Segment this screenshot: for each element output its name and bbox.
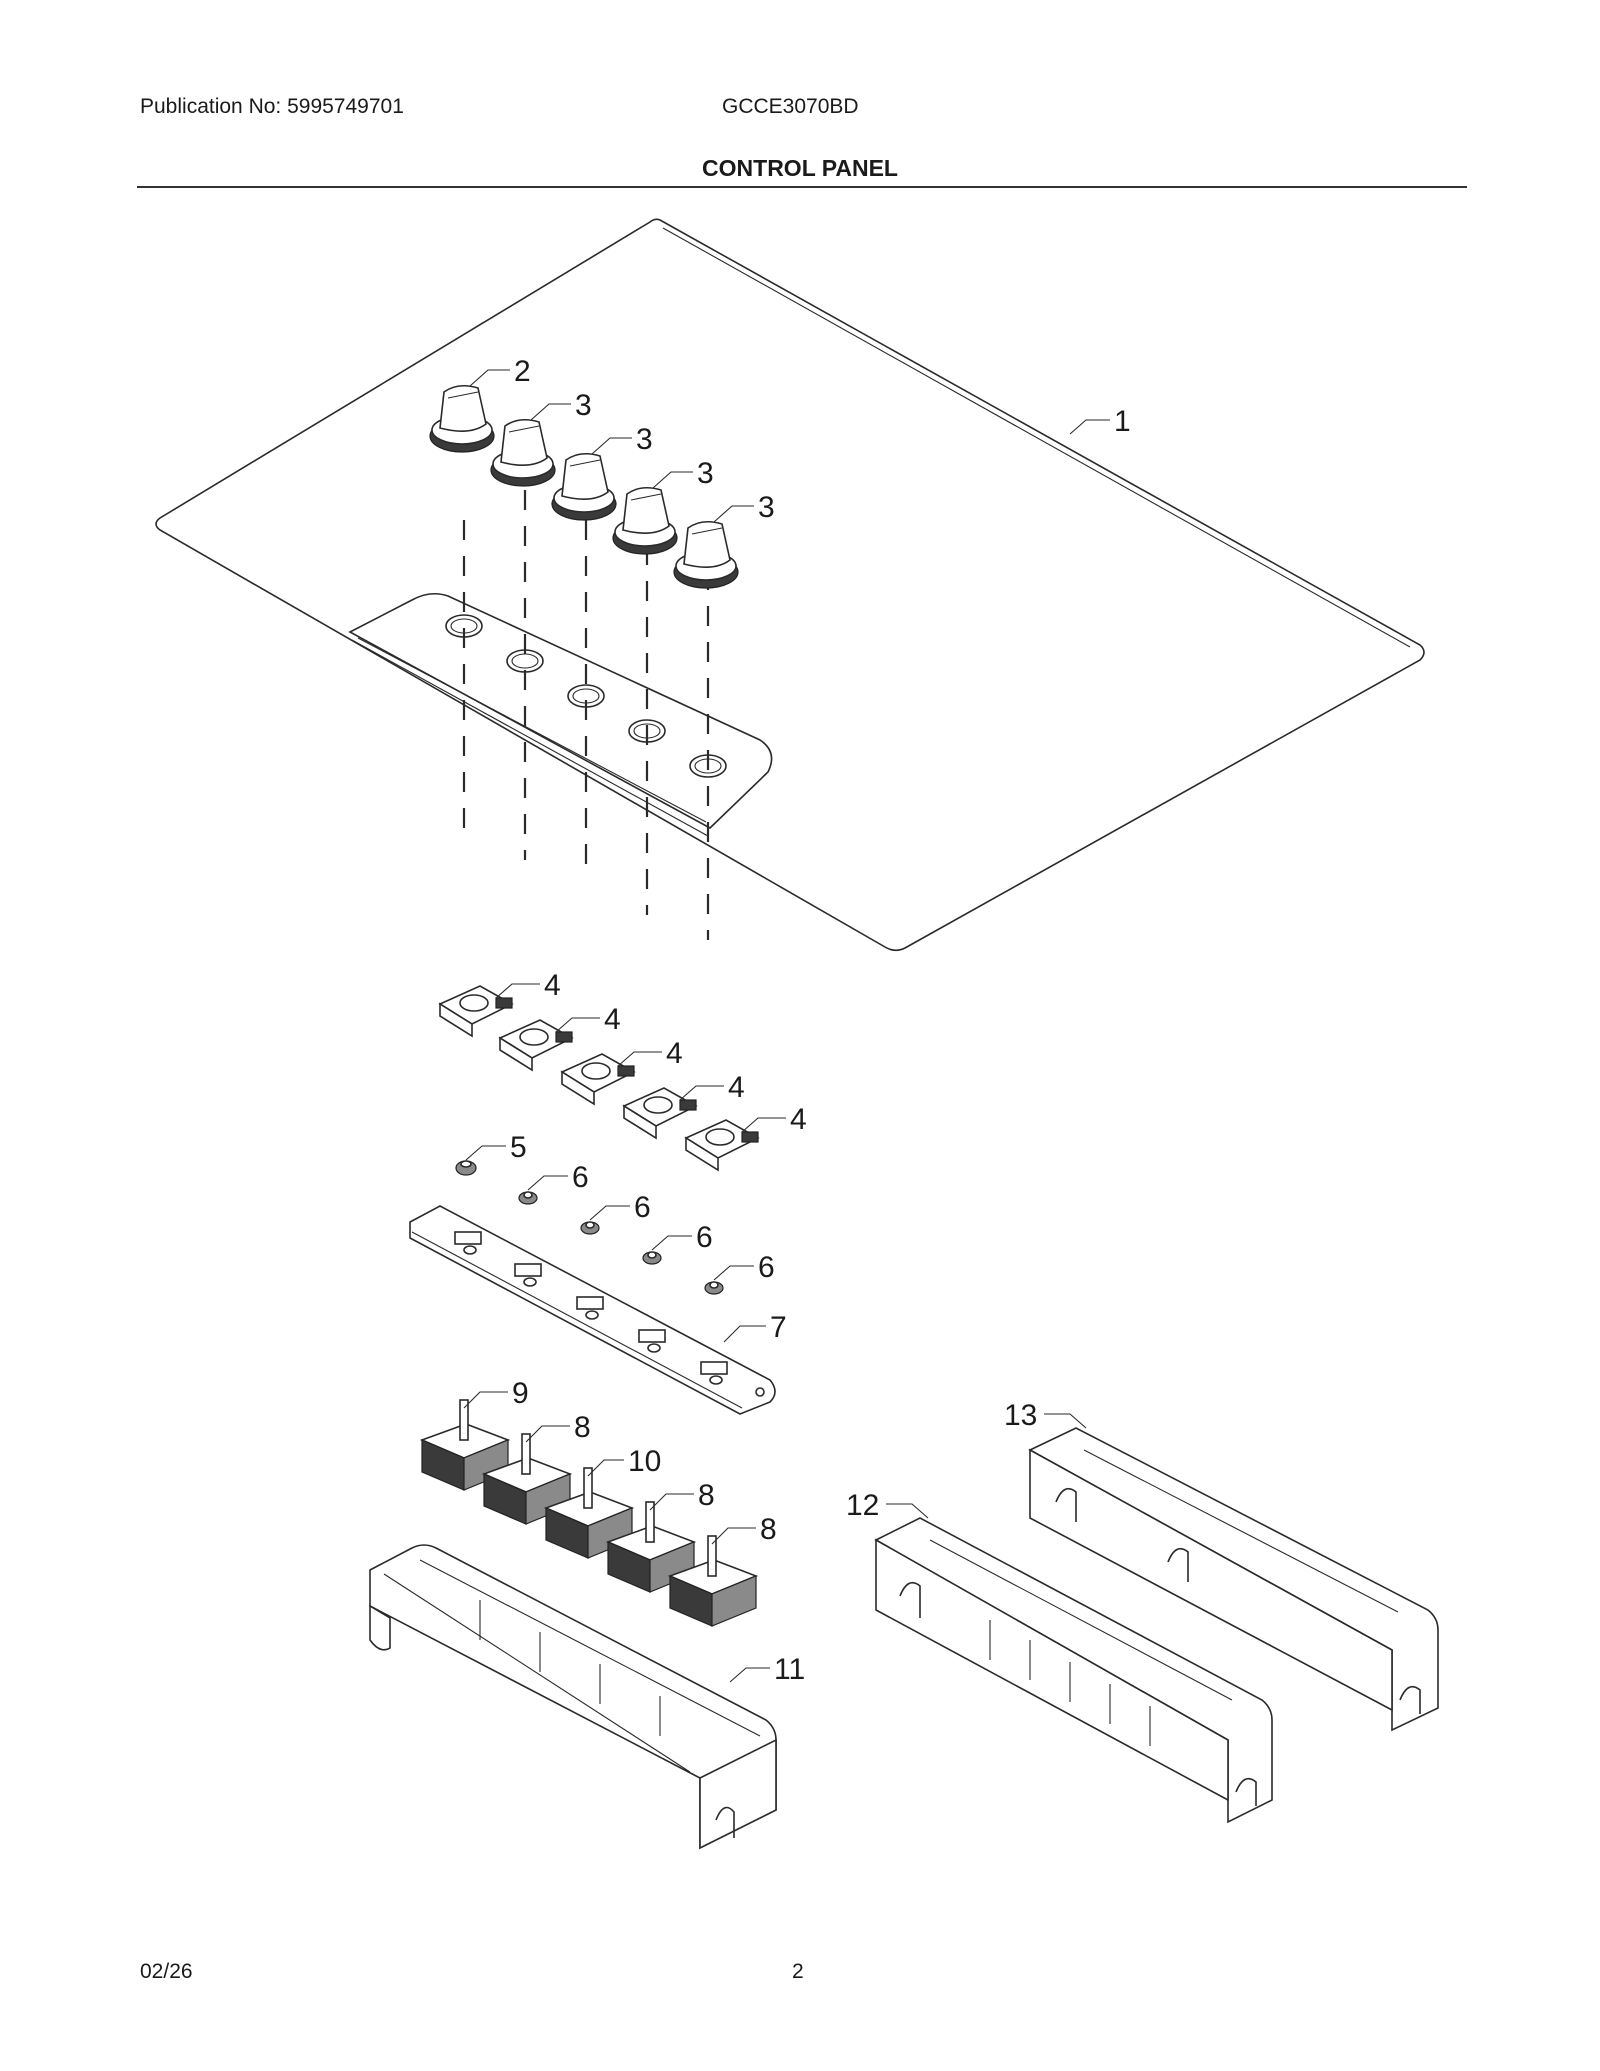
switch-bodies [419, 1399, 759, 1627]
callout-4d: 4 [728, 1071, 745, 1104]
cooktop-panel [155, 218, 1425, 952]
callout-3b: 3 [636, 423, 653, 456]
callout-4c: 4 [666, 1037, 683, 1070]
footer-date: 02/26 [140, 1960, 193, 1983]
switch-10 [543, 1467, 635, 1559]
callout-8a: 8 [574, 1411, 591, 1444]
callout-7: 7 [770, 1311, 787, 1344]
callout-3a: 3 [575, 389, 592, 422]
callout-8b: 8 [698, 1479, 715, 1512]
callout-labels: 1 2 3 3 3 3 4 4 4 4 4 5 6 6 6 6 7 9 8 10… [510, 355, 1131, 1686]
switch-4e [684, 1119, 760, 1172]
nut-6d [704, 1281, 724, 1295]
callout-10: 10 [628, 1445, 661, 1478]
callout-6b: 6 [634, 1191, 651, 1224]
switch-4d [622, 1087, 698, 1140]
switch-4b [498, 1019, 574, 1072]
knob-2 [429, 384, 495, 453]
callout-4a: 4 [544, 969, 561, 1002]
knob-3a [490, 418, 556, 487]
callout-3c: 3 [697, 457, 714, 490]
callout-13: 13 [1004, 1399, 1037, 1432]
nut-6a [518, 1191, 538, 1205]
shield-13 [1028, 1427, 1439, 1732]
switch-8b [605, 1501, 697, 1593]
page-title: CONTROL PANEL [702, 155, 898, 181]
knob-3d [673, 520, 739, 589]
callout-6a: 6 [572, 1161, 589, 1194]
knob-3b [551, 452, 617, 521]
callout-5: 5 [510, 1131, 527, 1164]
nuts [455, 1160, 724, 1295]
callout-6c: 6 [696, 1221, 713, 1254]
callout-8c: 8 [760, 1513, 777, 1546]
callout-9: 9 [512, 1377, 529, 1410]
callout-4b: 4 [604, 1003, 621, 1036]
nut-5 [455, 1160, 477, 1176]
callout-1: 1 [1114, 405, 1131, 438]
nut-6b [580, 1221, 600, 1235]
alignment-lines [462, 490, 710, 940]
callout-4e: 4 [790, 1103, 807, 1136]
callout-3d: 3 [758, 491, 775, 524]
shield-12 [874, 1517, 1273, 1824]
knob-3c [612, 486, 678, 555]
callout-12: 12 [846, 1489, 879, 1522]
callout-6d: 6 [758, 1251, 775, 1284]
switch-4c [560, 1053, 636, 1106]
callout-2: 2 [514, 355, 531, 388]
switch-8a [481, 1433, 573, 1525]
page-number: 2 [792, 1960, 804, 1983]
nut-6c [642, 1251, 662, 1265]
switch-housing [369, 1544, 777, 1850]
model-number: GCCE3070BD [722, 95, 859, 118]
publication-number: Publication No: 5995749701 [140, 95, 404, 118]
leader-lines [463, 369, 1110, 1683]
mounting-bracket [409, 1205, 776, 1415]
switch-4-row [438, 985, 760, 1172]
header-rule [137, 186, 1467, 188]
control-trim [348, 592, 773, 837]
switch-9 [419, 1399, 511, 1491]
callout-11: 11 [774, 1653, 805, 1686]
switch-8c [667, 1535, 759, 1627]
switch-4a [438, 985, 514, 1038]
